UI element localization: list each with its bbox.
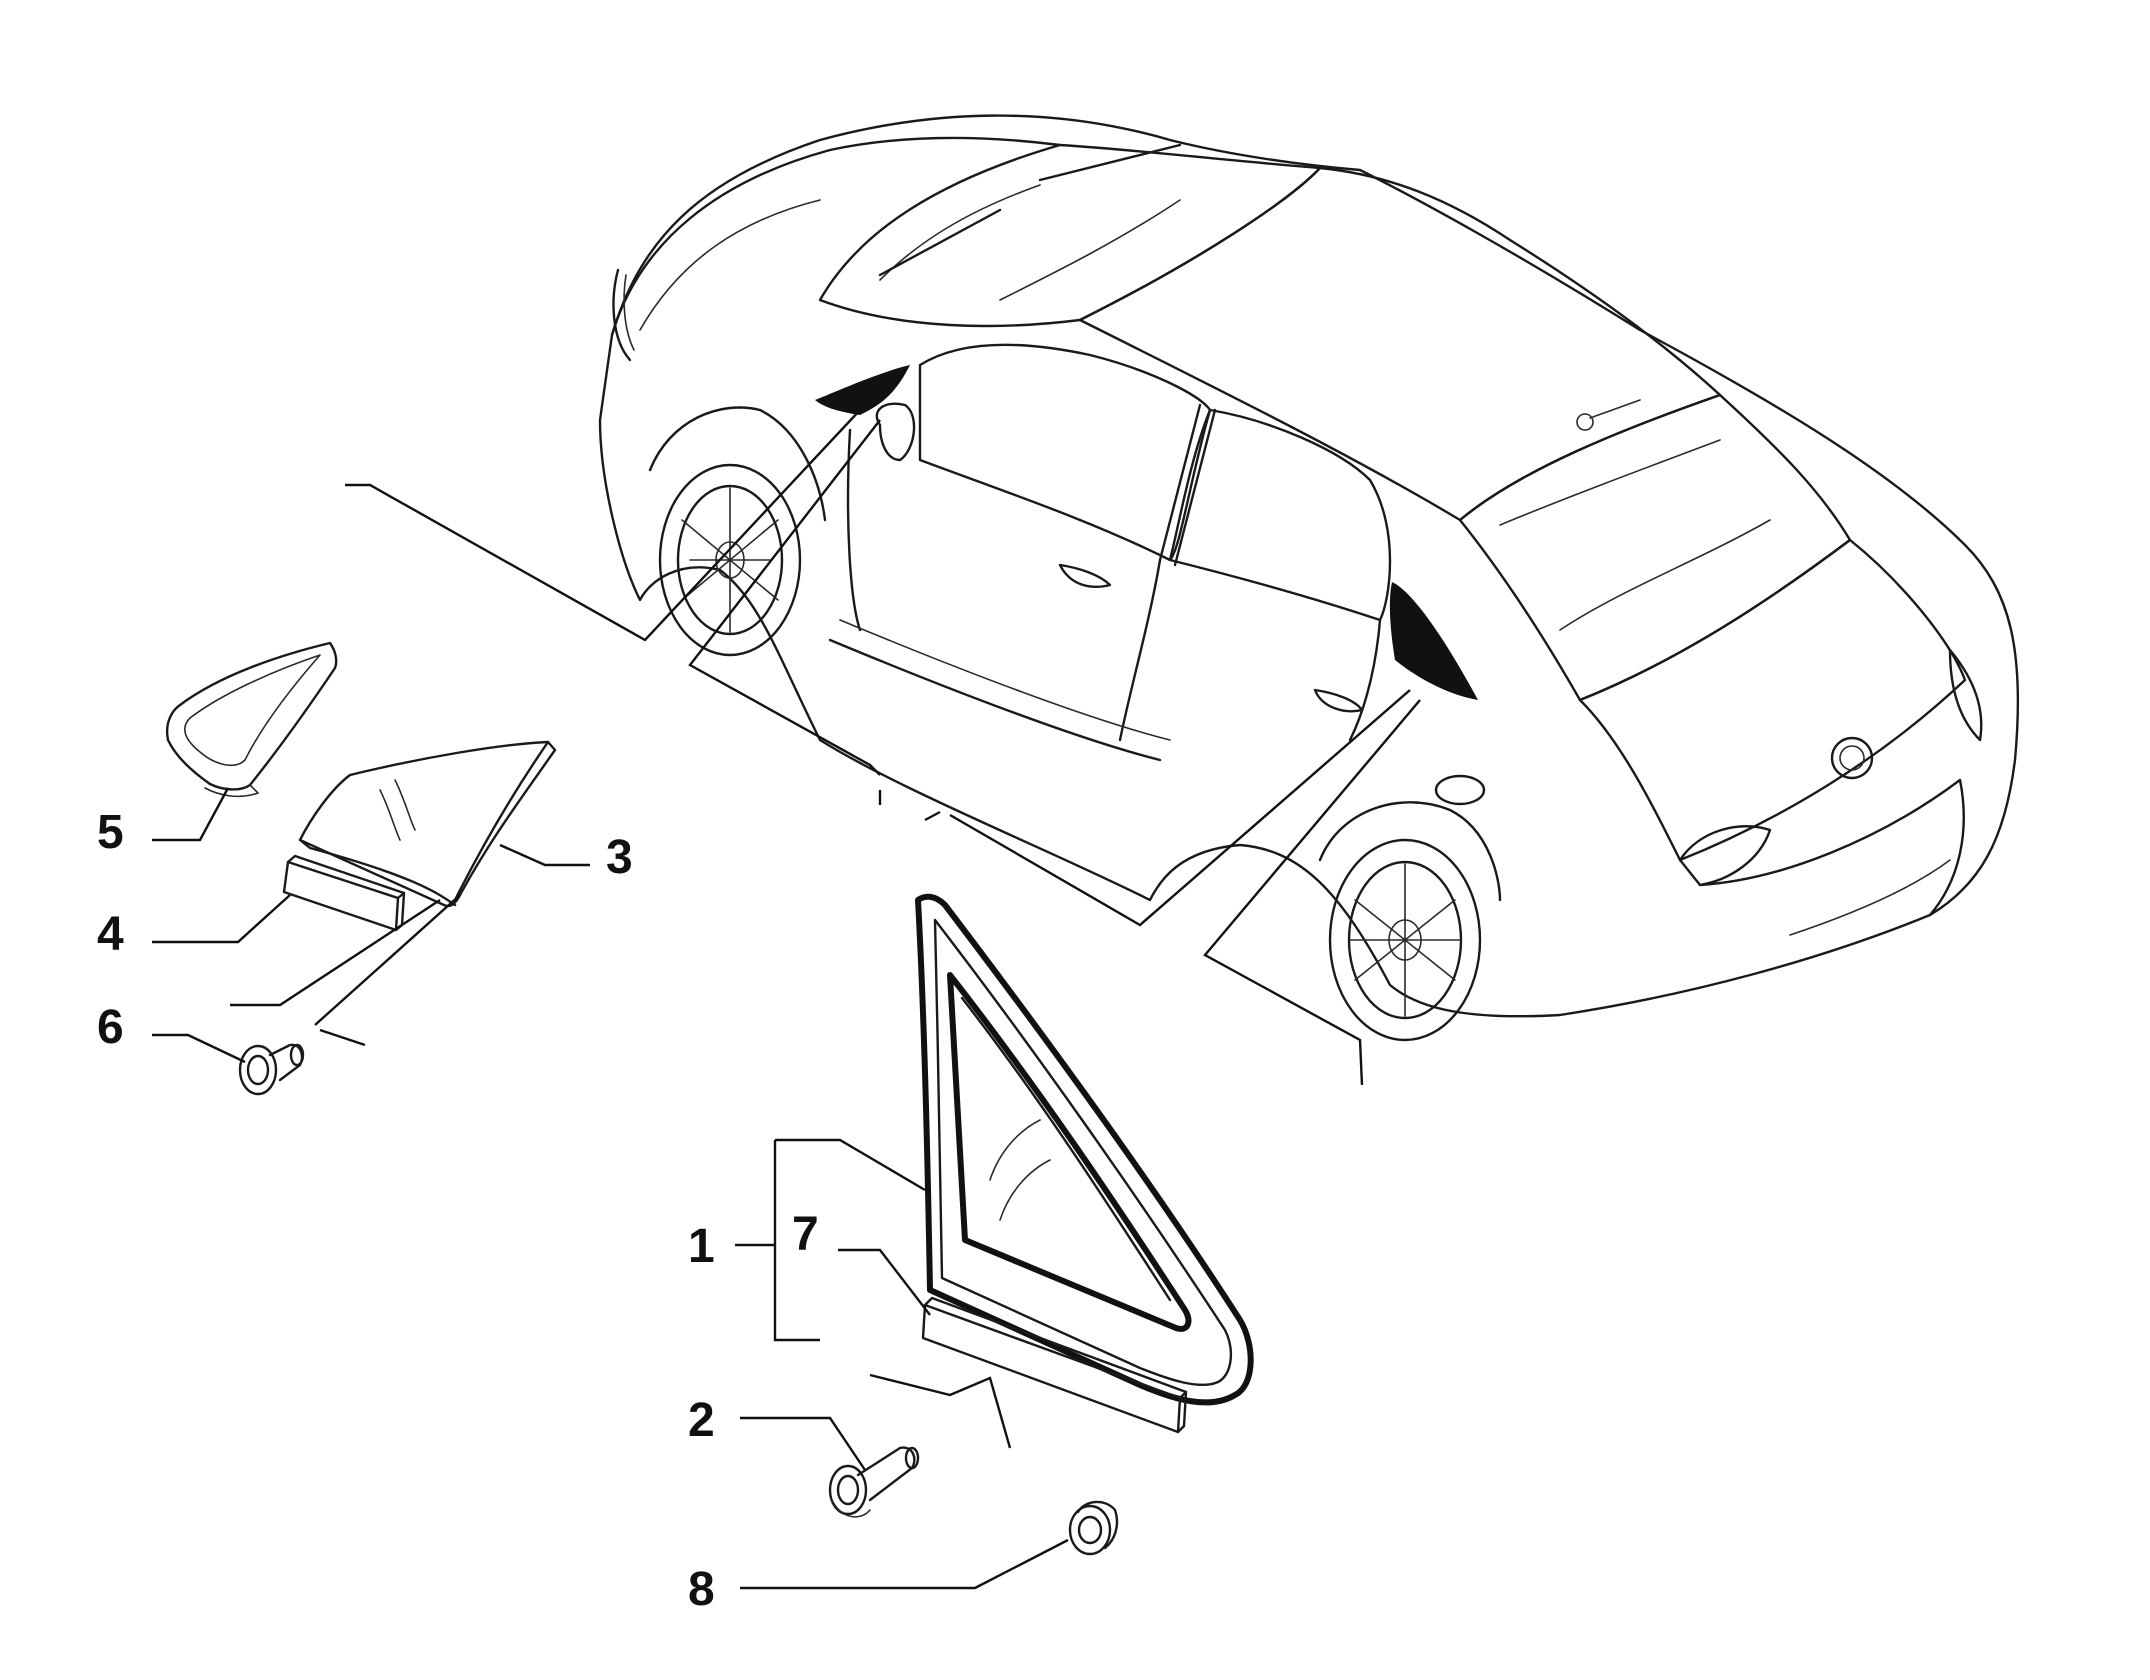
part-6-clip — [238, 1043, 305, 1096]
part-5-quarter-glass-seal — [166, 641, 338, 798]
part-3-quarter-glass — [298, 740, 557, 908]
callout-labels: 1 2 3 4 5 6 7 8 — [97, 806, 819, 1616]
rear-wheel — [1328, 838, 1482, 1042]
callout-6: 6 — [97, 1001, 124, 1054]
front-quarter-glass — [815, 365, 910, 415]
part-1-rear-quarter-glass — [915, 893, 1254, 1406]
callout-2: 2 — [688, 1394, 715, 1447]
leader-lines — [152, 409, 1421, 1590]
part-4-adhesive-strip — [282, 854, 406, 932]
part-8-clip — [1068, 1500, 1119, 1556]
car-illustration — [598, 114, 2020, 1042]
rear-quarter-glass — [1389, 582, 1478, 700]
part-2-clip — [828, 1446, 920, 1518]
front-wheel — [658, 463, 802, 657]
callout-3: 3 — [606, 831, 633, 884]
callout-1: 1 — [688, 1220, 715, 1273]
callout-7: 7 — [792, 1208, 819, 1261]
part-7-adhesive-strip — [921, 1296, 1188, 1434]
callout-4: 4 — [97, 908, 124, 961]
callout-5: 5 — [97, 806, 124, 859]
callout-8: 8 — [688, 1563, 715, 1616]
